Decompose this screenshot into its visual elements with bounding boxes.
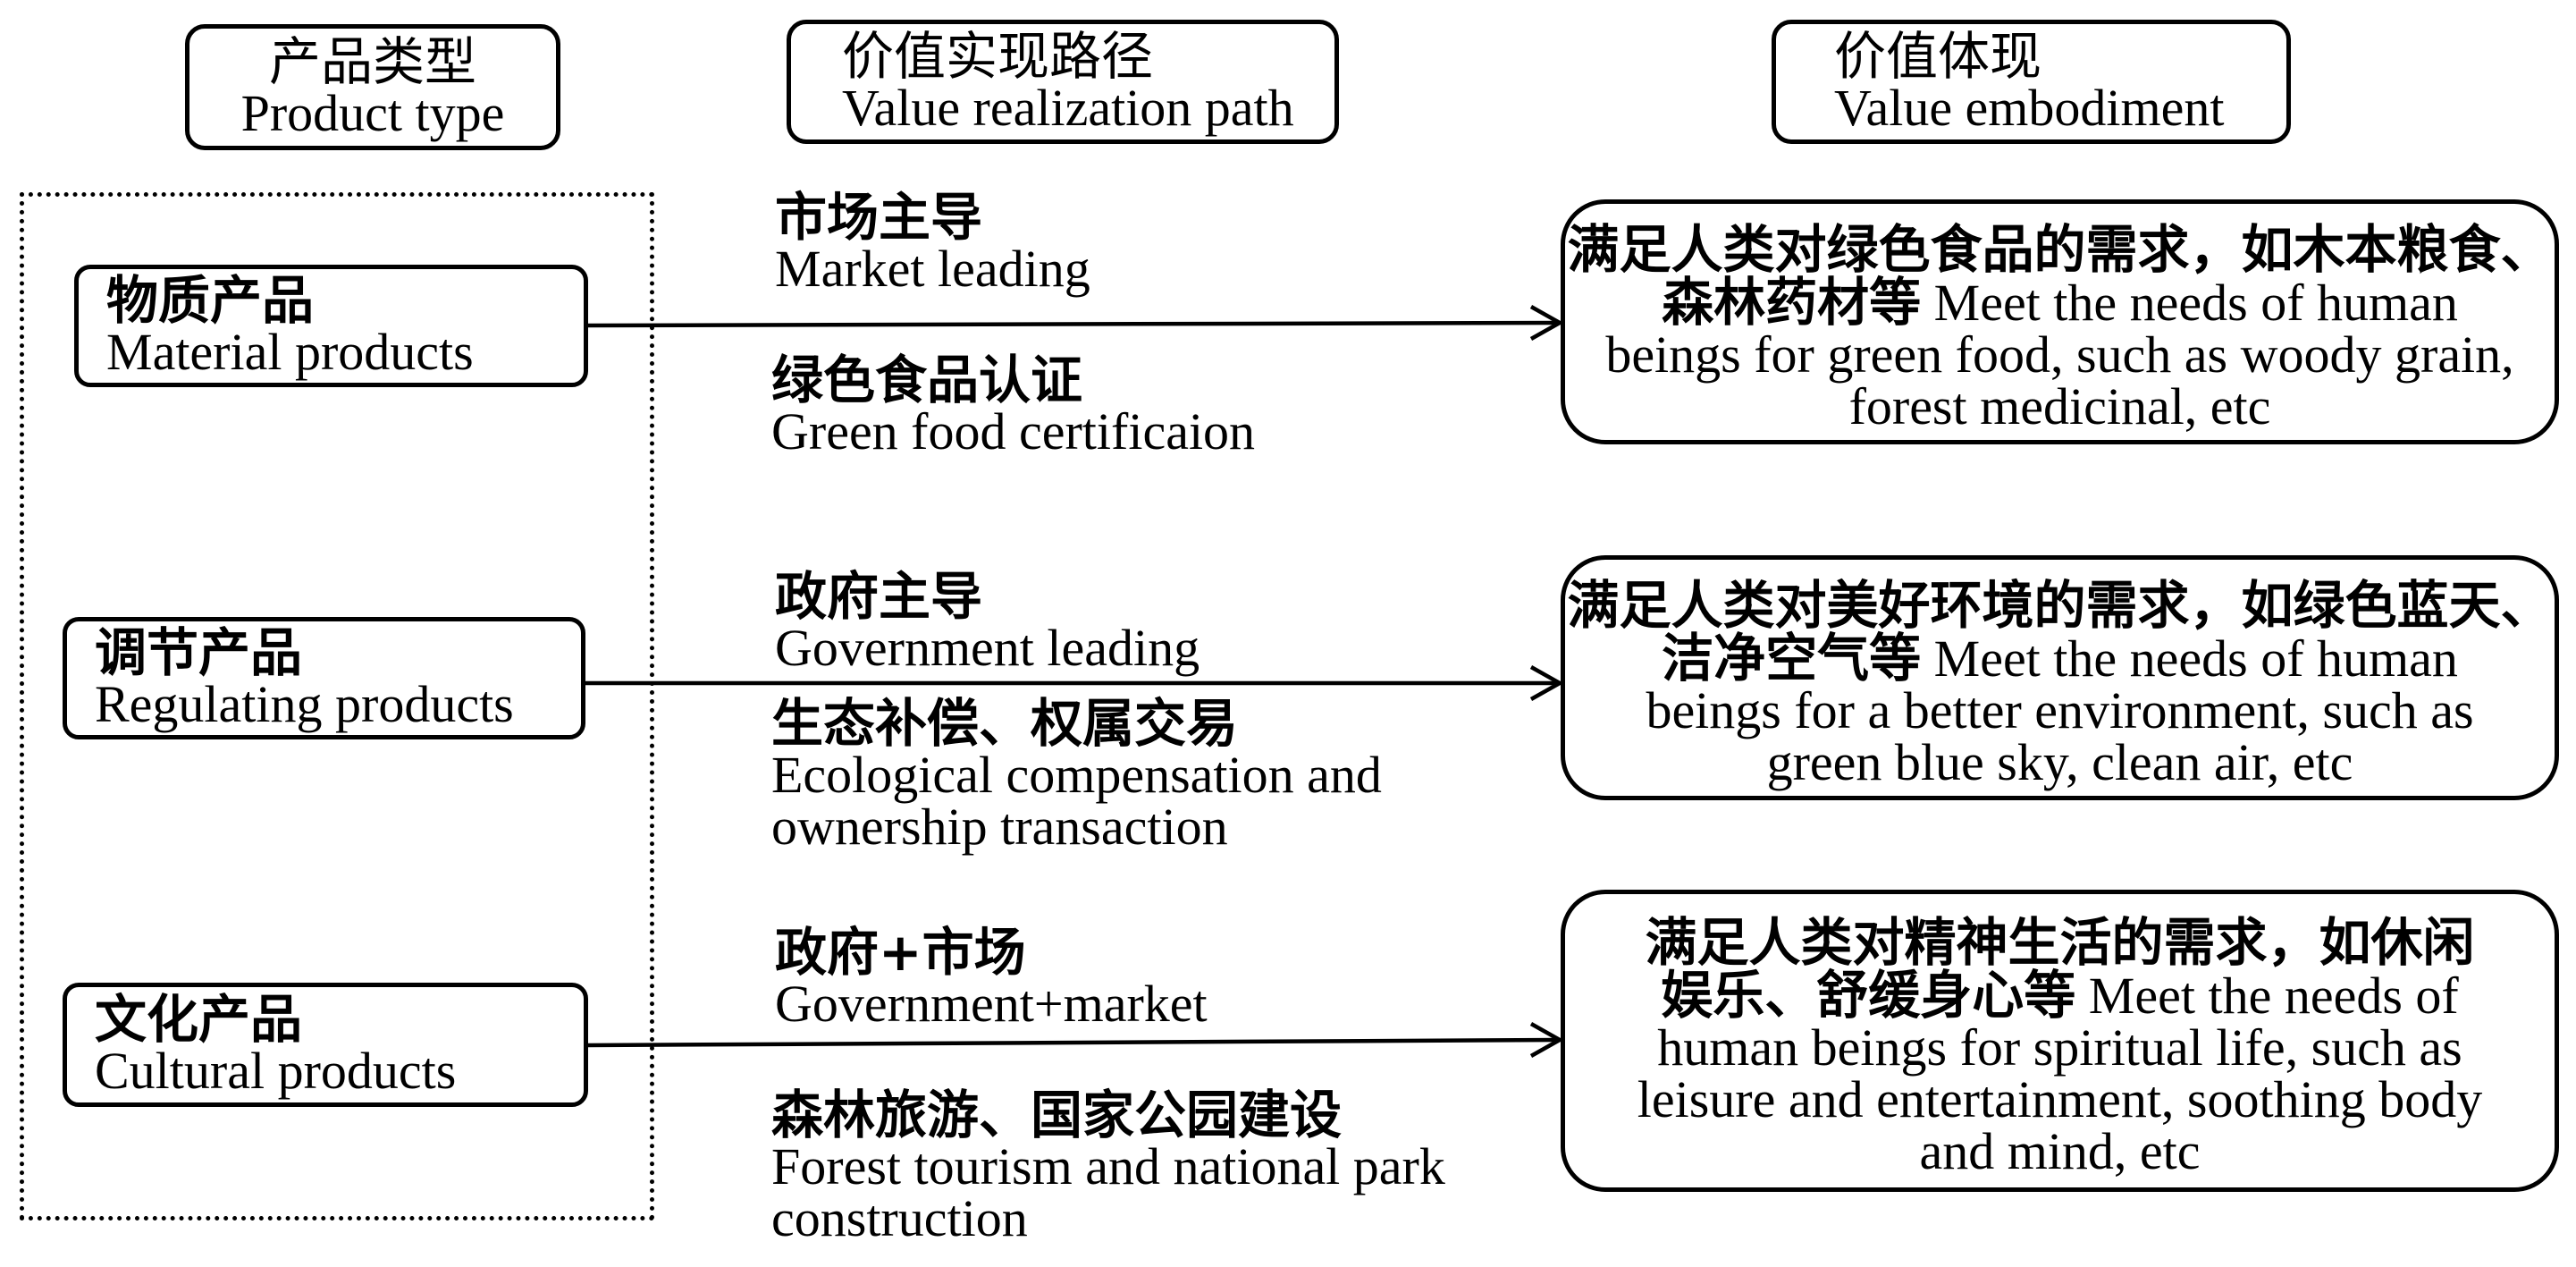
embodiment-en-text: and mind, etc (1919, 1122, 2201, 1180)
realization-mode-regulating: 政府主导 Government leading (775, 570, 1200, 674)
embodiment-line: green blue sky, clean air, etc (1767, 737, 2353, 789)
product-box-material: 物质产品 Material products (74, 265, 588, 387)
realization-measure-en: Green food certificaion (771, 402, 1256, 460)
header-product-type-en: Product type (240, 83, 505, 142)
product-label-zh: 物质产品 (106, 269, 315, 331)
product-box-cultural: 文化产品 Cultural products (63, 983, 588, 1107)
embodiment-line: beings for green food, such as woody gra… (1605, 329, 2513, 381)
realization-measure-en: construction (771, 1189, 1028, 1247)
embodiment-line: forest medicinal, etc (1849, 381, 2271, 433)
embodiment-en-text: beings for a better environment, such as (1646, 681, 2474, 739)
embodiment-zh-text: 洁净空气等 (1662, 628, 1922, 688)
header-product-type: 产品类型 Product type (185, 24, 560, 150)
realization-measure-regulating: 生态补偿、权属交易 Ecological compensation and ow… (771, 697, 1382, 853)
product-label-en: Material products (106, 322, 474, 381)
realization-mode-zh: 市场主导 (775, 187, 983, 248)
product-label-zh: 文化产品 (95, 988, 303, 1050)
embodiment-line: leisure and entertainment, soothing body (1637, 1074, 2483, 1126)
embodiment-line: 满足人类对精神生活的需求，如休闲 (1645, 916, 2474, 969)
embodiment-line: beings for a better environment, such as (1646, 685, 2473, 737)
realization-measure-material: 绿色食品认证 Green food certificaion (771, 354, 1255, 458)
embodiment-line: human beings for spiritual life, such as (1657, 1022, 2462, 1074)
embodiment-en-text: Meet the needs of (2088, 967, 2459, 1025)
embodiment-line: and mind, etc (1919, 1126, 2200, 1178)
header-value-embodiment: 价值体现 Value embodiment (1772, 20, 2291, 144)
arrow-head (1529, 665, 1564, 701)
realization-mode-en: Market leading (775, 240, 1090, 298)
realization-mode-zh: 政府+市场 (775, 922, 1026, 983)
embodiment-en-text: Meet the needs of human (1933, 274, 2458, 332)
arrow-head (1529, 305, 1564, 341)
arrow-shaft (587, 1037, 1560, 1048)
embodiment-zh-text: 满足人类对精神生活的需求，如休闲 (1645, 912, 2475, 973)
product-label-en: Cultural products (95, 1041, 457, 1100)
embodiment-en-text: leisure and entertainment, soothing body (1637, 1070, 2483, 1128)
realization-measure-zh: 生态补偿、权属交易 (771, 693, 1239, 754)
embodiment-zh-text: 满足人类对美好环境的需求，如绿色蓝天、 (1567, 575, 2553, 636)
embodiment-en-text: green blue sky, clean air, etc (1766, 733, 2353, 791)
header-value-embodiment-en: Value embodiment (1834, 78, 2225, 137)
realization-mode-zh: 政府主导 (775, 566, 983, 627)
realization-measure-en: Forest tourism and national park (771, 1137, 1445, 1195)
realization-measure-zh: 绿色食品认证 (771, 350, 1083, 410)
realization-measure-cultural: 森林旅游、国家公园建设 Forest tourism and national … (771, 1089, 1445, 1245)
embodiment-zh-text: 森林药材等 (1662, 272, 1922, 333)
product-type-group (20, 192, 654, 1221)
header-value-realization-path-en: Value realization path (842, 78, 1294, 137)
embodiment-zh-text: 娱乐、舒缓身心等 (1661, 965, 2076, 1026)
arrow-head (1529, 1022, 1564, 1058)
realization-mode-cultural: 政府+市场 Government+market (775, 926, 1208, 1030)
embodiment-line: 满足人类对美好环境的需求，如绿色蓝天、 (1567, 579, 2552, 632)
embodiment-en-text: human beings for spiritual life, such as (1657, 1018, 2462, 1077)
realization-mode-en: Government leading (775, 619, 1200, 677)
product-label-en: Regulating products (95, 674, 514, 733)
embodiment-en-text: forest medicinal, etc (1848, 377, 2271, 435)
realization-measure-en: Ecological compensation and (771, 746, 1382, 804)
header-value-embodiment-zh: 价值体现 (1834, 25, 2042, 87)
realization-mode-material: 市场主导 Market leading (775, 191, 1090, 295)
embodiment-line: 满足人类对绿色食品的需求，如木本粮食、 (1567, 224, 2552, 276)
arrow-shaft (587, 320, 1560, 328)
embodiment-zh-text: 满足人类对绿色食品的需求，如木本粮食、 (1567, 219, 2553, 280)
embodiment-en-text: beings for green food, such as woody gra… (1605, 325, 2514, 384)
arrow-cultural-to-embodiment (587, 1022, 1564, 1058)
realization-mode-en: Government+market (775, 975, 1208, 1033)
realization-measure-en: ownership transaction (771, 798, 1228, 856)
header-product-type-zh: 产品类型 (268, 30, 476, 92)
product-box-regulating: 调节产品 Regulating products (63, 617, 585, 739)
product-label-zh: 调节产品 (95, 621, 303, 683)
arrow-regulating-to-embodiment (585, 665, 1564, 701)
arrow-material-to-embodiment (587, 305, 1564, 341)
realization-measure-zh: 森林旅游、国家公园建设 (771, 1085, 1343, 1145)
header-value-realization-path-zh: 价值实现路径 (842, 25, 1154, 87)
header-value-realization-path: 价值实现路径 Value realization path (787, 20, 1339, 144)
embodiment-en-text: Meet the needs of human (1933, 629, 2458, 688)
